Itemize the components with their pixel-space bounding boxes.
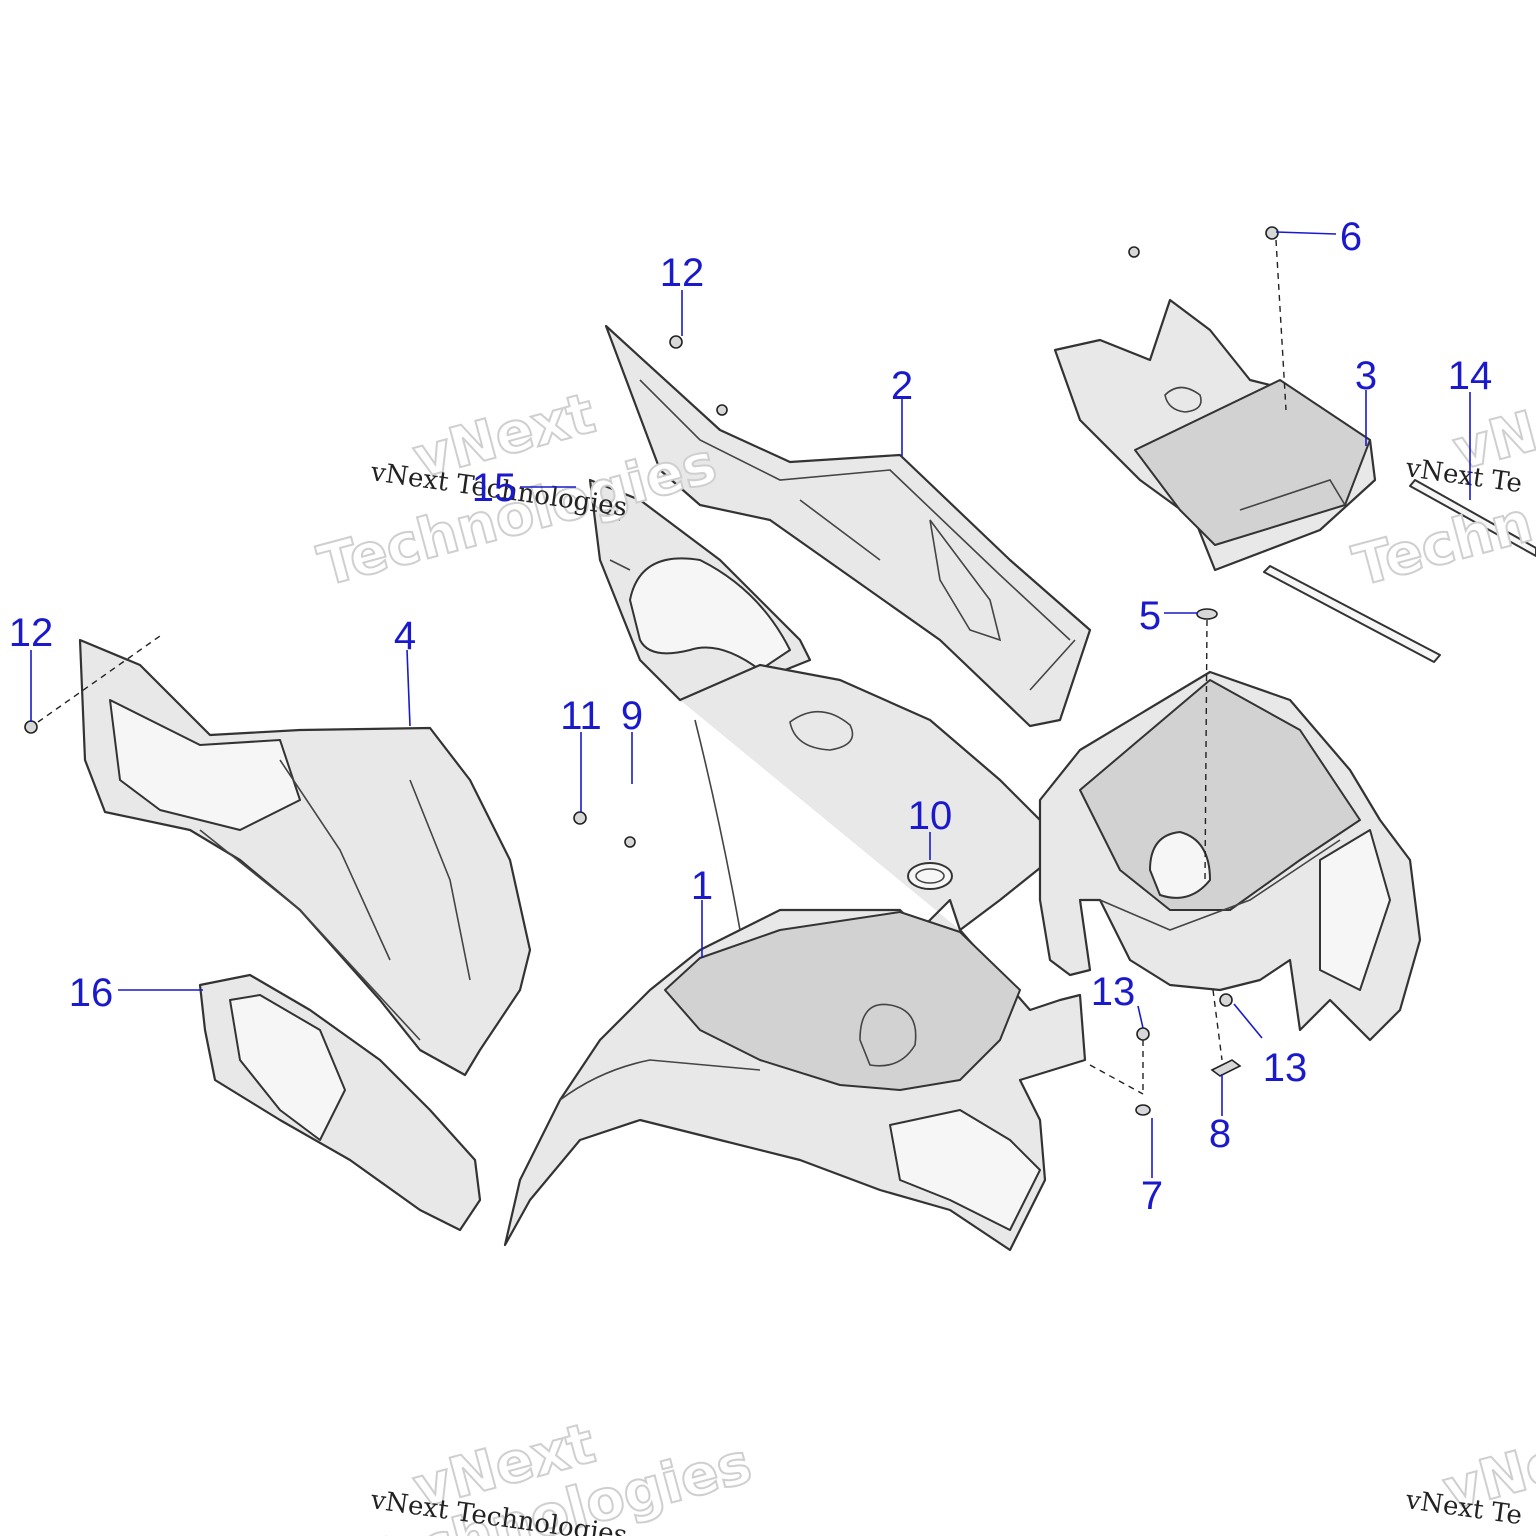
hardware: [24, 226, 1279, 1116]
callout-number: 1: [691, 864, 713, 908]
callout-leader-line: [1233, 1003, 1263, 1039]
callout-12: 12: [660, 251, 705, 336]
callout-number: 5: [1139, 594, 1161, 638]
callout-number: 13: [1091, 970, 1136, 1014]
callout-2: 2: [891, 364, 913, 456]
part-16-lower-side-panel: [198, 973, 482, 1232]
callout-leader-line: [1137, 1005, 1144, 1029]
assembly-lines: [37, 239, 1287, 1095]
callout-number: 15: [472, 466, 517, 510]
callout-leader-line: [1275, 231, 1337, 235]
callout-1: 1: [691, 864, 713, 958]
callout-number: 2: [891, 364, 913, 408]
part-3-dash-cover: [1053, 298, 1377, 572]
watermark-3: vNext Technologies vNext Technologies: [346, 1410, 759, 1536]
storage-box: [1038, 670, 1422, 1042]
callout-number: 4: [394, 614, 416, 658]
callout-number: 16: [69, 971, 114, 1015]
part-14-rod: [1263, 479, 1536, 663]
callout-number: 6: [1340, 215, 1362, 259]
part-1-front-fender: [503, 663, 1087, 1252]
callout-number: 13: [1263, 1046, 1308, 1090]
watermark-4: vNe vNext Te: [1403, 1428, 1536, 1531]
callout-5: 5: [1139, 594, 1198, 638]
callout-9: 9: [621, 694, 643, 784]
callout-number: 14: [1448, 354, 1493, 398]
callout-number: 8: [1209, 1112, 1231, 1156]
callout-number: 11: [560, 694, 602, 738]
callout-16: 16: [69, 971, 203, 1015]
part-15-inner-bracket: [588, 478, 812, 702]
callout-11: 11: [560, 694, 602, 812]
callout-3: 3: [1355, 354, 1377, 446]
callout-number: 10: [908, 794, 953, 838]
callout-8: 8: [1209, 1074, 1231, 1156]
callout-12: 12: [9, 611, 54, 722]
callout-leader-line: [406, 649, 411, 727]
callout-15: 15: [472, 466, 576, 510]
callout-14: 14: [1448, 354, 1493, 500]
callout-4: 4: [394, 614, 416, 727]
watermark-big-bottom: Techn: [1347, 490, 1536, 600]
callout-number: 7: [1141, 1174, 1163, 1218]
callout-number: 3: [1355, 354, 1377, 398]
callout-13: 13: [1091, 970, 1144, 1029]
callout-6: 6: [1275, 215, 1362, 259]
part-10-grommet: [907, 862, 953, 890]
callout-number: 12: [9, 611, 54, 655]
callout-10: 10: [908, 794, 953, 860]
part-4-left-side-panel: [78, 638, 532, 1077]
callout-number: 12: [660, 251, 705, 295]
callout-number: 9: [621, 694, 643, 738]
callout-13: 13: [1233, 1003, 1308, 1090]
part-2-upper-panel: [604, 324, 1092, 728]
callout-7: 7: [1141, 1118, 1163, 1218]
